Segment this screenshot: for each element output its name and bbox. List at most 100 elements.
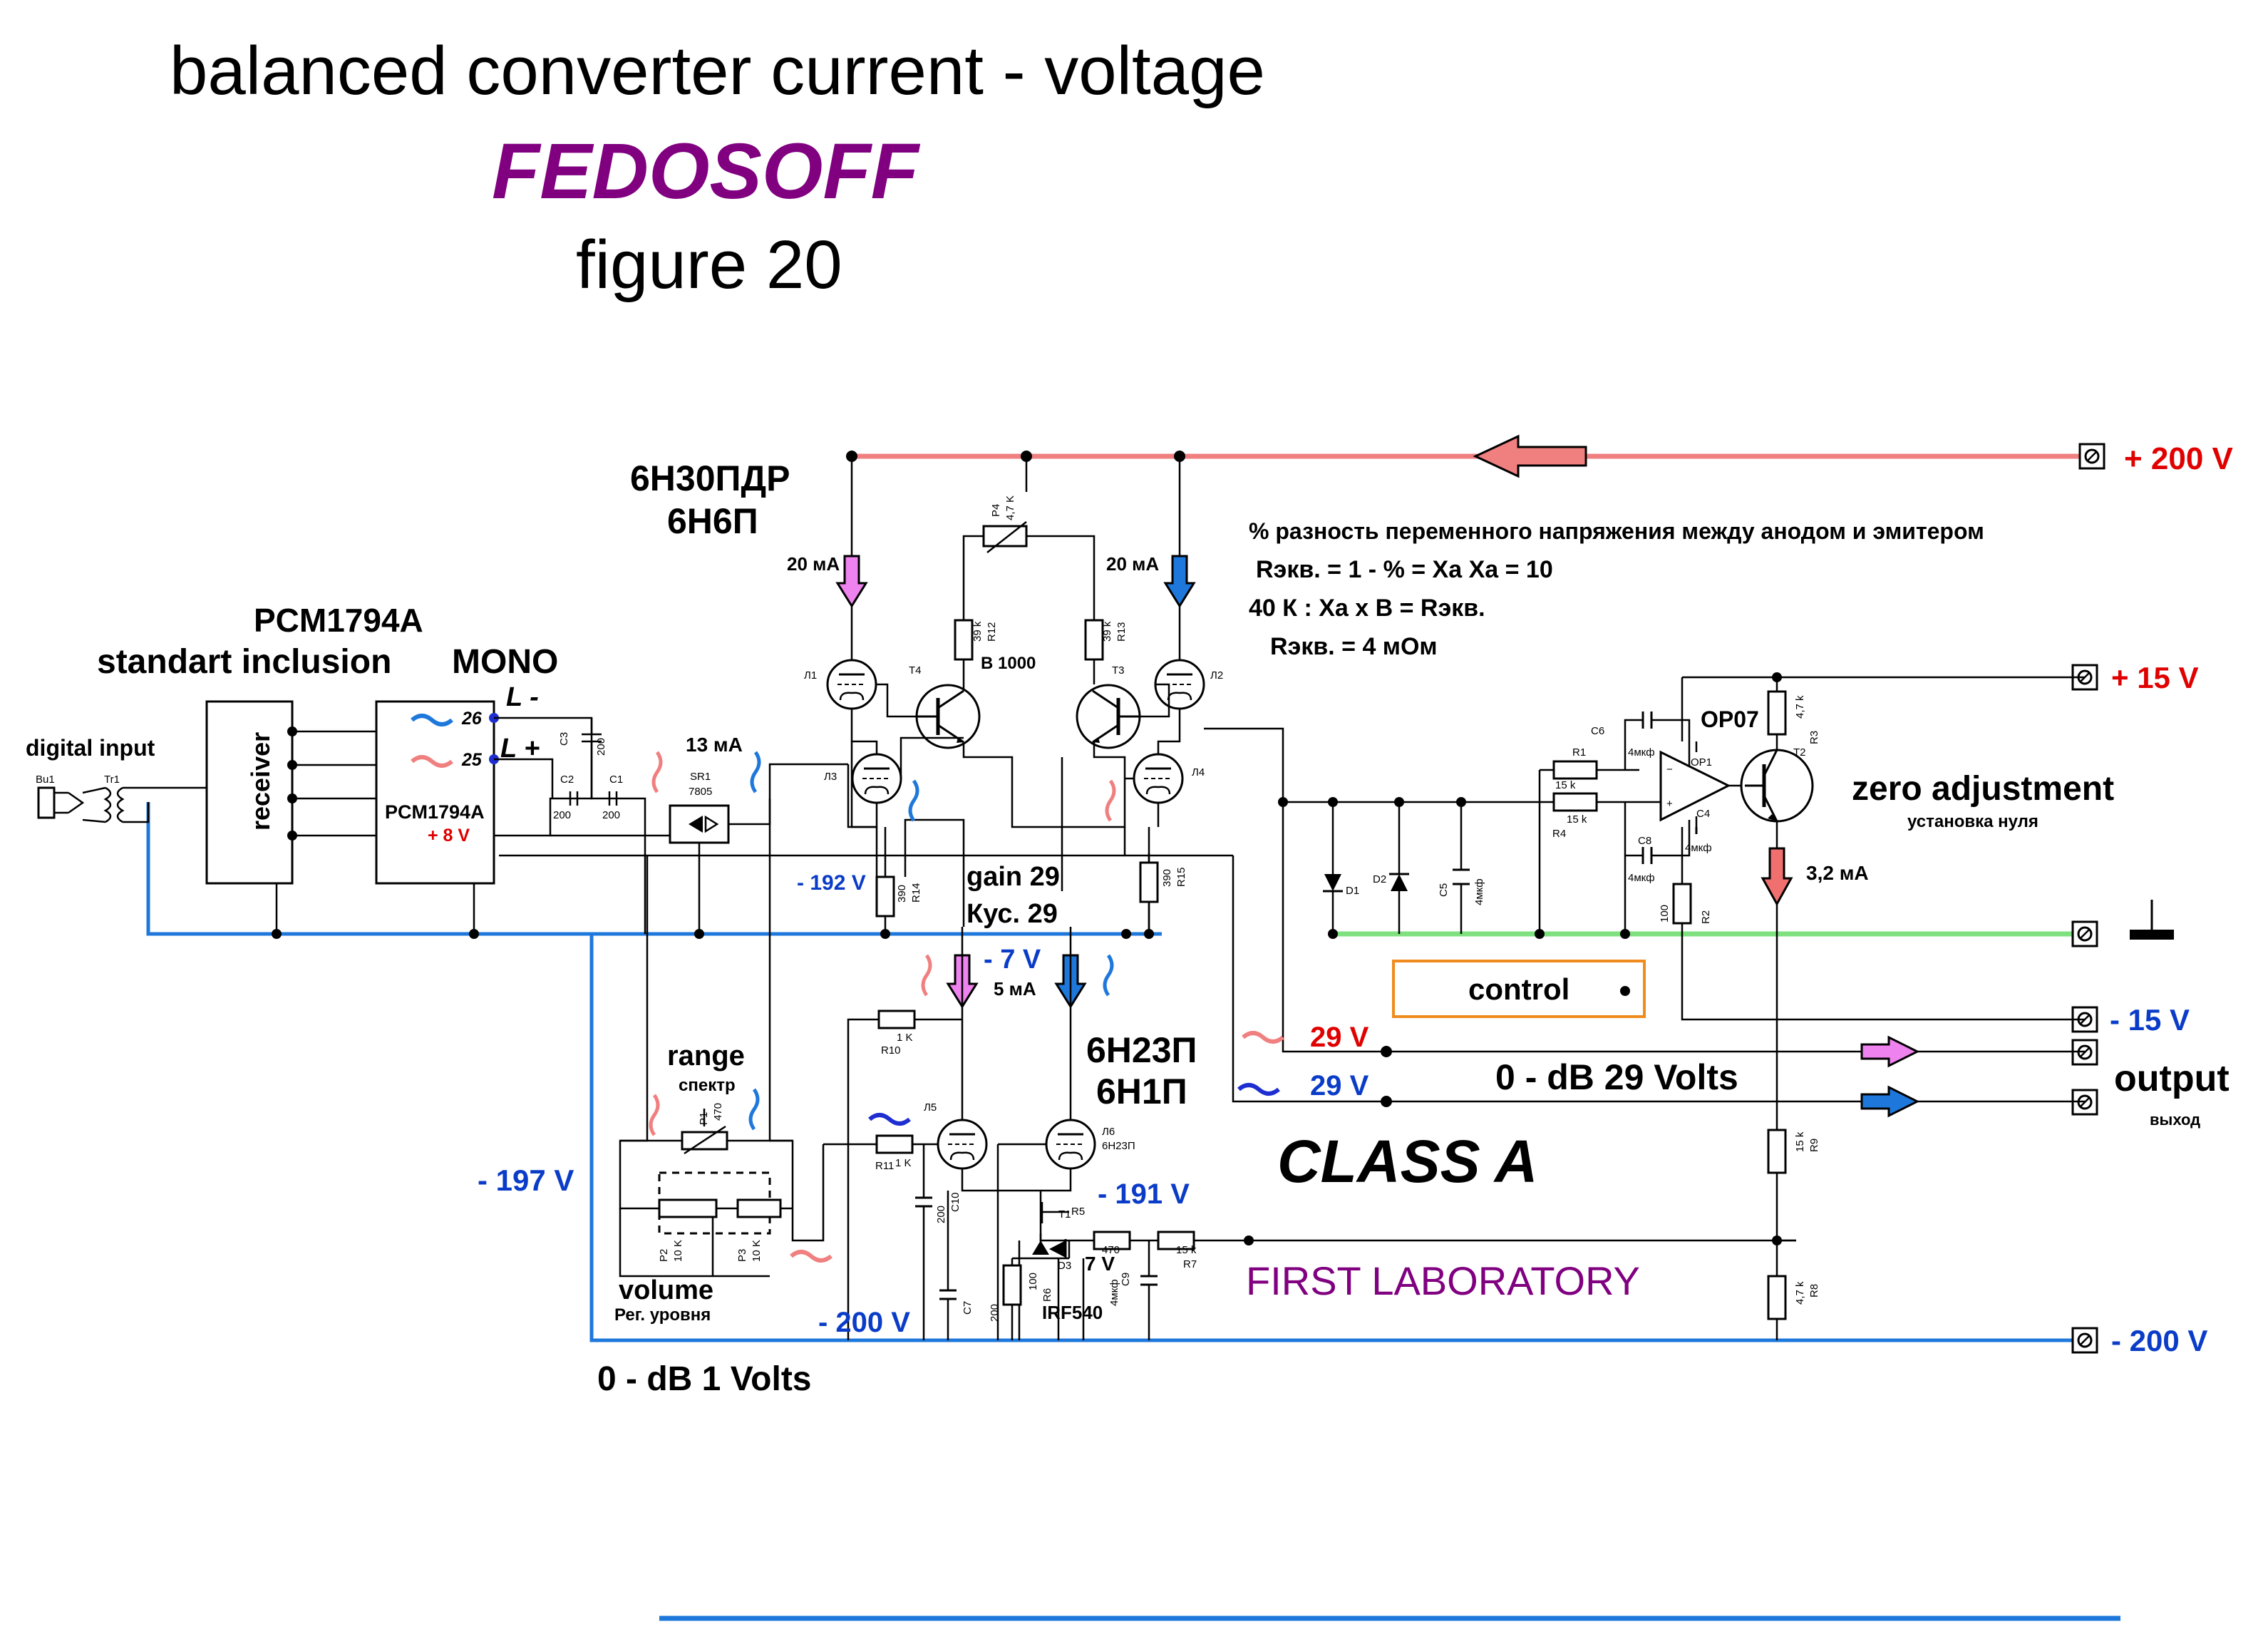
l1-ref: Л1 bbox=[804, 669, 817, 682]
op-current: 3,2 мА bbox=[1806, 862, 1869, 884]
dac-chip-label: PCM1794A bbox=[385, 801, 485, 823]
pin-26: 26 bbox=[461, 709, 483, 729]
resistor-r15 bbox=[1139, 861, 1159, 903]
signal-wave-icon bbox=[1242, 1031, 1284, 1044]
resistor-r2 bbox=[1672, 883, 1692, 925]
r6-value: 100 bbox=[1027, 1273, 1039, 1290]
dac-mode: MONO bbox=[452, 643, 558, 681]
range-label: range bbox=[667, 1040, 745, 1072]
label-minus-15: - 15 V bbox=[2110, 1003, 2190, 1037]
p4-ref: P4 bbox=[990, 504, 1002, 517]
tube-l3 bbox=[851, 753, 902, 804]
tube-l1 bbox=[826, 659, 877, 710]
transistor-t3 bbox=[1077, 685, 1140, 748]
p1-ref: P1 bbox=[698, 1112, 710, 1125]
dac-chip bbox=[375, 700, 495, 885]
diode-d1 bbox=[1324, 874, 1341, 891]
resistor-r13 bbox=[1084, 619, 1104, 661]
r11-value: 1 K bbox=[895, 1157, 912, 1169]
r12-ref: R12 bbox=[986, 622, 998, 642]
p4-value: 4,7 K bbox=[1004, 495, 1016, 520]
input-transformer bbox=[103, 786, 125, 823]
svg-text:−: − bbox=[1666, 764, 1673, 776]
input-jack bbox=[37, 786, 56, 819]
tube-l4 bbox=[1133, 753, 1184, 804]
c7-value: 200 bbox=[989, 1304, 1001, 1322]
r2-ref: R2 bbox=[1700, 910, 1712, 924]
r13-value: 39 k bbox=[1101, 621, 1113, 642]
ground-symbol bbox=[2130, 930, 2174, 940]
input-tube-type: 6Н30ПДР bbox=[630, 458, 790, 498]
c7-ref: C7 bbox=[962, 1301, 974, 1315]
zero-adjust-label: zero adjustment bbox=[1852, 770, 2114, 808]
p3-ref: P3 bbox=[736, 1249, 748, 1262]
tube-l5 bbox=[937, 1119, 988, 1170]
note-line-2: Rэкв. = 1 - % = Ха Ха = 10 bbox=[1256, 556, 1553, 583]
d2-ref: D2 bbox=[1373, 873, 1386, 885]
rail-minus-200 bbox=[589, 934, 2092, 1342]
r3-value: 4,7 k bbox=[1794, 695, 1806, 719]
p1-value: 470 bbox=[712, 1103, 724, 1121]
c10-ref: C10 bbox=[949, 1192, 962, 1212]
control-label: control bbox=[1468, 972, 1569, 1006]
c1-ref: C1 bbox=[609, 774, 623, 786]
label-minus-200-lower: - 200 V bbox=[818, 1307, 910, 1338]
irf540-label: IRF540 bbox=[1042, 1302, 1103, 1323]
t1-ref: T1 bbox=[1058, 1208, 1071, 1221]
op1-ref: OP1 bbox=[1691, 756, 1712, 769]
r2-value: 100 bbox=[1659, 905, 1671, 923]
r1-ref: R1 bbox=[1572, 746, 1586, 759]
tube-l6 bbox=[1045, 1119, 1096, 1170]
zener-voltage: 7 V bbox=[1085, 1253, 1115, 1275]
note-line-4: Rэкв. = 4 мОм bbox=[1270, 633, 1438, 660]
r13-ref: R13 bbox=[1115, 622, 1128, 642]
p3-value: 10 K bbox=[751, 1240, 763, 1262]
terminal-minus-200 bbox=[2071, 1327, 2098, 1354]
figure-number: figure 20 bbox=[576, 227, 842, 303]
current-flow-arrow bbox=[1473, 434, 1587, 478]
zener-d3 bbox=[1049, 1240, 1066, 1258]
receiver-label: receiver bbox=[246, 732, 275, 831]
c9-value: 4мкф bbox=[1108, 1279, 1120, 1306]
c3-value: 200 bbox=[595, 738, 607, 756]
current-left: 20 мА bbox=[787, 553, 840, 575]
page-title: balanced converter current - voltage bbox=[170, 33, 1265, 109]
d3-ref: D3 bbox=[1058, 1260, 1071, 1272]
pin-25: 25 bbox=[461, 750, 483, 770]
p2-value: 10 K bbox=[672, 1240, 684, 1262]
dac-chip-title: PCM1794A bbox=[254, 602, 423, 639]
gain-label: gain 29 bbox=[967, 862, 1060, 892]
out-blue-voltage: 29 V bbox=[1310, 1070, 1369, 1101]
trimmer-p4 bbox=[982, 525, 1028, 548]
c9-ref: C9 bbox=[1120, 1273, 1132, 1286]
class-label: CLASS A bbox=[1277, 1128, 1538, 1195]
r10-value: 1 K bbox=[897, 1032, 913, 1044]
c1-value: 200 bbox=[602, 809, 620, 821]
svg-text:+: + bbox=[1666, 798, 1673, 810]
r3-ref: R3 bbox=[1808, 731, 1820, 744]
l6-value: 6Н23П bbox=[1102, 1140, 1135, 1152]
r10-ref: R10 bbox=[881, 1044, 901, 1057]
r14-value: 390 bbox=[896, 885, 908, 903]
r12-value: 39 k bbox=[971, 621, 984, 642]
receiver-block bbox=[205, 700, 294, 885]
r7-ref: R7 bbox=[1183, 1258, 1197, 1270]
transformer-ref: Tr1 bbox=[104, 774, 120, 786]
l6-ref: Л6 bbox=[1102, 1126, 1115, 1138]
r1-value: 15 k bbox=[1555, 779, 1576, 791]
resistor-r11 bbox=[875, 1134, 914, 1154]
regulator-current: 13 мА bbox=[686, 734, 743, 756]
arrow-pink-icon bbox=[835, 555, 868, 608]
jack-ref: Bu1 bbox=[36, 774, 55, 786]
resistor-r8 bbox=[1767, 1275, 1787, 1320]
r4-value: 15 k bbox=[1567, 813, 1587, 826]
r15-ref: R15 bbox=[1175, 867, 1187, 887]
arrow-blue-icon bbox=[1163, 555, 1196, 608]
label-minus-197: - 197 V bbox=[478, 1163, 574, 1197]
input-tube-alt: 6Н6П bbox=[667, 501, 758, 541]
signal-wave-icon bbox=[1237, 1083, 1280, 1096]
output-label: output bbox=[2114, 1058, 2230, 1099]
p2-ref: P2 bbox=[658, 1249, 670, 1262]
input-level: 0 - dB 1 Volts bbox=[597, 1360, 812, 1398]
label-plus-15: + 15 V bbox=[2111, 661, 2199, 694]
